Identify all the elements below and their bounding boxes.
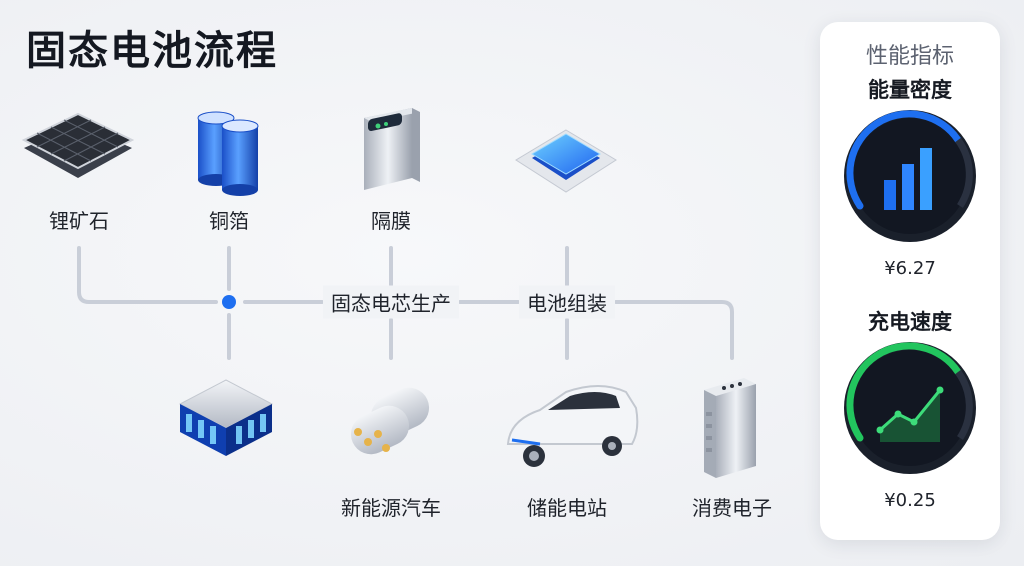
lithium-ore-icon [21,112,135,178]
material-label-lithium-ore: 锂矿石 [49,209,109,233]
charge-speed-value: ¥0.25 [884,490,936,511]
car-icon [506,385,639,467]
battery-assembly-icon [515,129,617,193]
page-title: 固态电池流程 [26,28,278,74]
panel-title: 性能指标 [865,44,954,69]
cell-stack-icon [178,379,274,456]
material-label-copper-foil: 铜箔 [209,209,249,233]
cylinder-cells-icon [350,387,430,455]
application-label-consumer-electronics: 消费电子 [692,496,772,520]
energy-density-label: 能量密度 [868,78,952,102]
application-label-new-energy-vehicle: 新能源汽车 [341,496,441,520]
separator-icon [364,108,420,190]
energy-density-gauge-icon [844,110,976,242]
junction-dot [222,295,236,309]
flow-lines [77,246,734,360]
stage-label-battery-assembly: 电池组装 [519,285,615,319]
stage-label-cell-production: 固态电芯生产 [323,285,459,319]
performance-panel: 性能指标 能量密度 ¥6.27 充电速度 ¥0.25 [820,22,1000,540]
charge-speed-gauge-icon [844,342,976,474]
copper-foil-icon [197,111,259,196]
charge-speed-label: 充电速度 [868,310,952,334]
power-bank-icon [704,378,756,478]
energy-density-value: ¥6.27 [884,258,936,279]
material-label-separator: 隔膜 [371,209,411,233]
application-label-energy-storage: 储能电站 [527,496,607,520]
